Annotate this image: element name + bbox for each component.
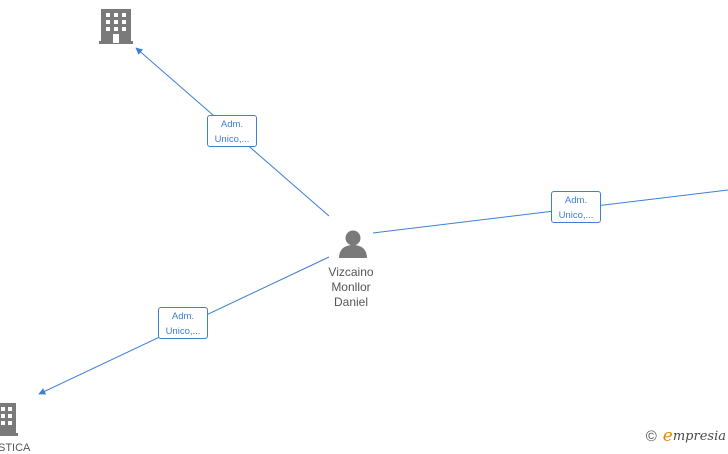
- edge-label-line: Adm.: [171, 311, 195, 322]
- person-icon[interactable]: [339, 230, 367, 259]
- edge-line-right: [372, 189, 728, 234]
- building-icon[interactable]: [0, 403, 18, 436]
- edge-label-line: Unico,...: [214, 134, 250, 145]
- person-name-line: Monllor: [331, 280, 371, 294]
- edge-label-line: Adm.: [564, 195, 588, 206]
- building-icon[interactable]: [99, 9, 133, 44]
- person-name-line: Vizcaino: [328, 265, 374, 279]
- footer-brand: © e mpresia: [646, 426, 726, 446]
- brand-logo-text: mpresia: [672, 428, 726, 444]
- edge-label-line: Adm.: [220, 119, 244, 130]
- company-label[interactable]: STICA: [0, 442, 31, 454]
- edge-label-line: Unico,...: [558, 210, 594, 221]
- copyright-icon: ©: [645, 427, 657, 445]
- edge-label-top[interactable]: Adm. Unico,...: [207, 115, 257, 147]
- brand-logo-initial: e: [662, 426, 673, 446]
- person-name-label[interactable]: Vizcaino Monllor Daniel: [306, 265, 396, 310]
- edge-label-right[interactable]: Adm. Unico,...: [551, 191, 601, 223]
- edge-label-line: Unico,...: [165, 326, 201, 337]
- person-name-line: Daniel: [333, 295, 369, 309]
- edge-label-bottom-left[interactable]: Adm. Unico,...: [158, 307, 208, 339]
